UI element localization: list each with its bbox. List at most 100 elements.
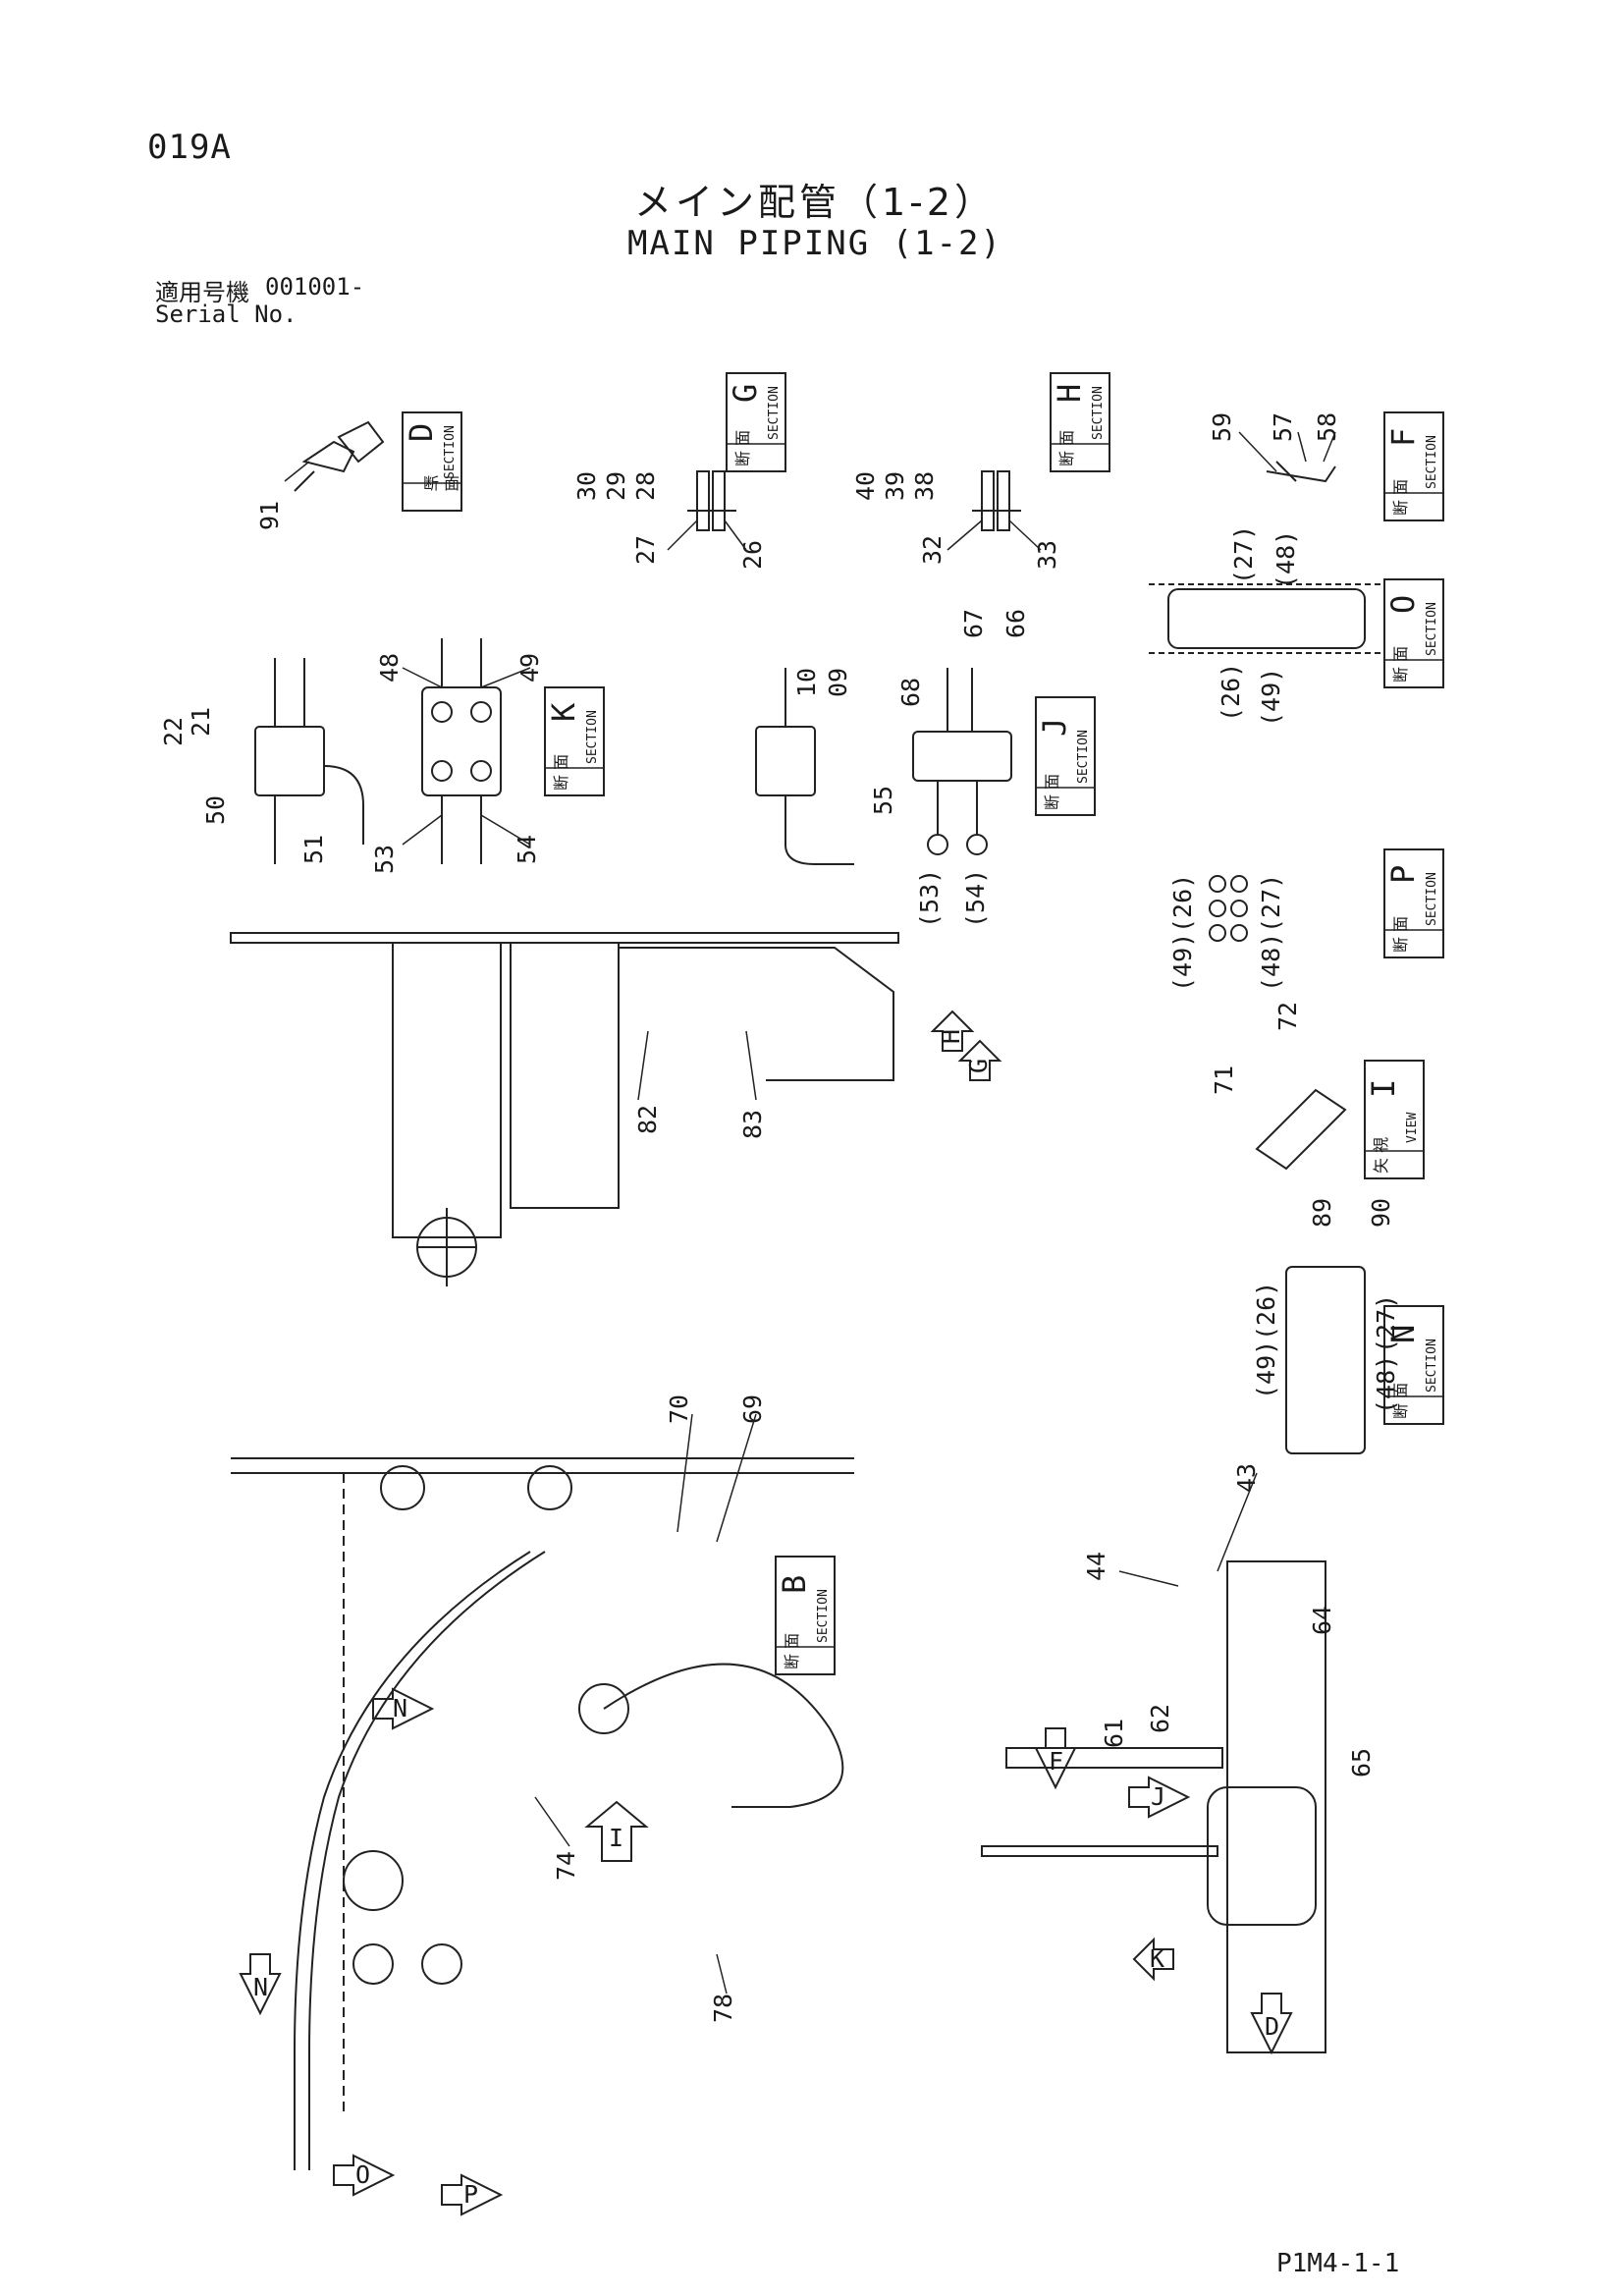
part-label-82: 82 xyxy=(633,1105,662,1134)
section-K-kanji: 断 面 xyxy=(552,754,570,791)
section-K-word: SECTION xyxy=(585,710,600,764)
section-G-kanji: 断 面 xyxy=(733,430,752,466)
title-japanese: メイン配管（1-2） xyxy=(633,181,997,224)
part-label-39: 39 xyxy=(881,471,909,501)
section-P-word: SECTION xyxy=(1425,872,1439,926)
part-label-50: 50 xyxy=(201,795,230,825)
section-O-letter: O xyxy=(1384,595,1422,614)
view-arrow-J: J xyxy=(1128,1776,1191,1819)
section-N-word: SECTION xyxy=(1425,1339,1439,1393)
part-label-44: 44 xyxy=(1082,1552,1110,1581)
view-arrow-I: I xyxy=(584,1800,649,1862)
view-arrows: H G N I N O P F xyxy=(239,1010,1293,2216)
svg-text:N: N xyxy=(393,1694,407,1722)
part-label-71: 71 xyxy=(1210,1066,1238,1095)
view-arrow-P: P xyxy=(441,2173,504,2216)
part-label-27c: (27) xyxy=(1257,874,1285,933)
section-J-kanji: 断 面 xyxy=(1043,774,1061,810)
part-label-27b: (27) xyxy=(1229,525,1258,584)
view-I-kanji: 矢 視 xyxy=(1372,1137,1390,1174)
section-F-word: SECTION xyxy=(1425,435,1439,489)
part-label-48c: (48) xyxy=(1257,933,1285,992)
view-I-letter: I xyxy=(1365,1079,1402,1098)
part-label-43: 43 xyxy=(1232,1463,1261,1493)
section-box-F: 断 面 SECTION F xyxy=(1383,411,1444,521)
part-label-27d: (27) xyxy=(1372,1294,1400,1353)
section-box-P: 断 面 SECTION P xyxy=(1383,848,1444,958)
svg-text:D: D xyxy=(1265,2012,1279,2041)
section-H-word: SECTION xyxy=(1091,386,1106,440)
view-arrow-F: F xyxy=(1034,1727,1077,1790)
part-label-54b: (54) xyxy=(961,869,990,928)
part-label-53b: (53) xyxy=(915,869,944,928)
section-box-K: 断 面 SECTION K xyxy=(544,686,605,796)
page-code: P1M4-1-1 xyxy=(1276,2249,1400,2278)
part-label-49d: (49) xyxy=(1252,1340,1280,1399)
section-O-kanji: 断 面 xyxy=(1391,646,1410,683)
part-label-89: 89 xyxy=(1308,1198,1336,1228)
svg-text:J: J xyxy=(1151,1782,1165,1811)
part-label-59: 59 xyxy=(1208,412,1236,442)
svg-text:I: I xyxy=(609,1824,623,1852)
section-box-H: 断 面 SECTION H xyxy=(1050,372,1110,472)
section-H-kanji: 断 面 xyxy=(1057,430,1076,466)
section-K-letter: K xyxy=(545,702,582,722)
part-label-83: 83 xyxy=(738,1110,767,1139)
svg-text:H: H xyxy=(937,1029,965,1044)
drawing-code: 019A xyxy=(147,128,232,167)
part-label-51: 51 xyxy=(299,835,328,864)
section-B-word: SECTION xyxy=(816,1589,831,1643)
part-label-48b: (48) xyxy=(1271,530,1300,589)
part-label-69: 69 xyxy=(738,1394,767,1424)
part-label-65: 65 xyxy=(1347,1748,1376,1777)
part-label-66: 66 xyxy=(1001,609,1030,638)
section-F-letter: F xyxy=(1384,428,1422,447)
serial-label-en: Serial No. xyxy=(155,301,298,328)
part-label-48: 48 xyxy=(375,653,404,683)
svg-text:P: P xyxy=(463,2180,478,2209)
part-label-74: 74 xyxy=(552,1851,580,1881)
part-label-21: 21 xyxy=(187,707,215,737)
section-J-word: SECTION xyxy=(1076,730,1091,784)
svg-text:N: N xyxy=(253,1973,268,2001)
section-G-letter: G xyxy=(727,384,764,403)
section-N-letter: N xyxy=(1384,1325,1422,1343)
svg-text:O: O xyxy=(355,2160,370,2189)
part-label-53: 53 xyxy=(370,845,399,874)
part-label-55: 55 xyxy=(869,786,897,815)
part-label-67: 67 xyxy=(959,609,988,638)
section-B-kanji: 断 面 xyxy=(783,1633,801,1669)
section-J-letter: J xyxy=(1036,718,1073,737)
leader-lines xyxy=(284,431,1336,1995)
part-label-48d: (48) xyxy=(1372,1355,1400,1414)
section-box-G: 断 面 SECTION G xyxy=(726,372,786,472)
part-label-57: 57 xyxy=(1269,412,1297,442)
part-label-72: 72 xyxy=(1273,1002,1302,1031)
part-label-62: 62 xyxy=(1146,1704,1174,1733)
section-D-word: SECTION xyxy=(443,425,458,479)
section-B-letter: B xyxy=(776,1575,813,1594)
part-label-91: 91 xyxy=(255,501,284,530)
part-label-28: 28 xyxy=(631,471,660,501)
view-arrow-N-lower: N xyxy=(239,1953,282,2016)
part-label-61: 61 xyxy=(1100,1719,1128,1748)
part-label-26b: (26) xyxy=(1217,663,1245,722)
part-label-58: 58 xyxy=(1313,412,1341,442)
part-label-32: 32 xyxy=(918,535,947,565)
part-label-27a: 27 xyxy=(631,535,660,565)
section-box-D: 断 面 SECTION D xyxy=(402,411,462,512)
section-O-word: SECTION xyxy=(1425,602,1439,656)
view-box-I: 矢 視 VIEW I xyxy=(1364,1060,1425,1179)
title-english: MAIN PIPING (1-2) xyxy=(627,224,1002,263)
view-arrow-D: D xyxy=(1250,1993,1293,2055)
part-label-70: 70 xyxy=(665,1394,693,1424)
svg-text:K: K xyxy=(1150,1944,1164,1973)
section-D-letter: D xyxy=(403,423,440,442)
part-label-22: 22 xyxy=(159,717,188,746)
part-label-40: 40 xyxy=(851,471,880,501)
part-label-30: 30 xyxy=(572,471,601,501)
part-label-10: 10 xyxy=(792,668,821,697)
section-P-kanji: 断 面 xyxy=(1391,916,1410,953)
section-H-letter: H xyxy=(1051,384,1088,403)
